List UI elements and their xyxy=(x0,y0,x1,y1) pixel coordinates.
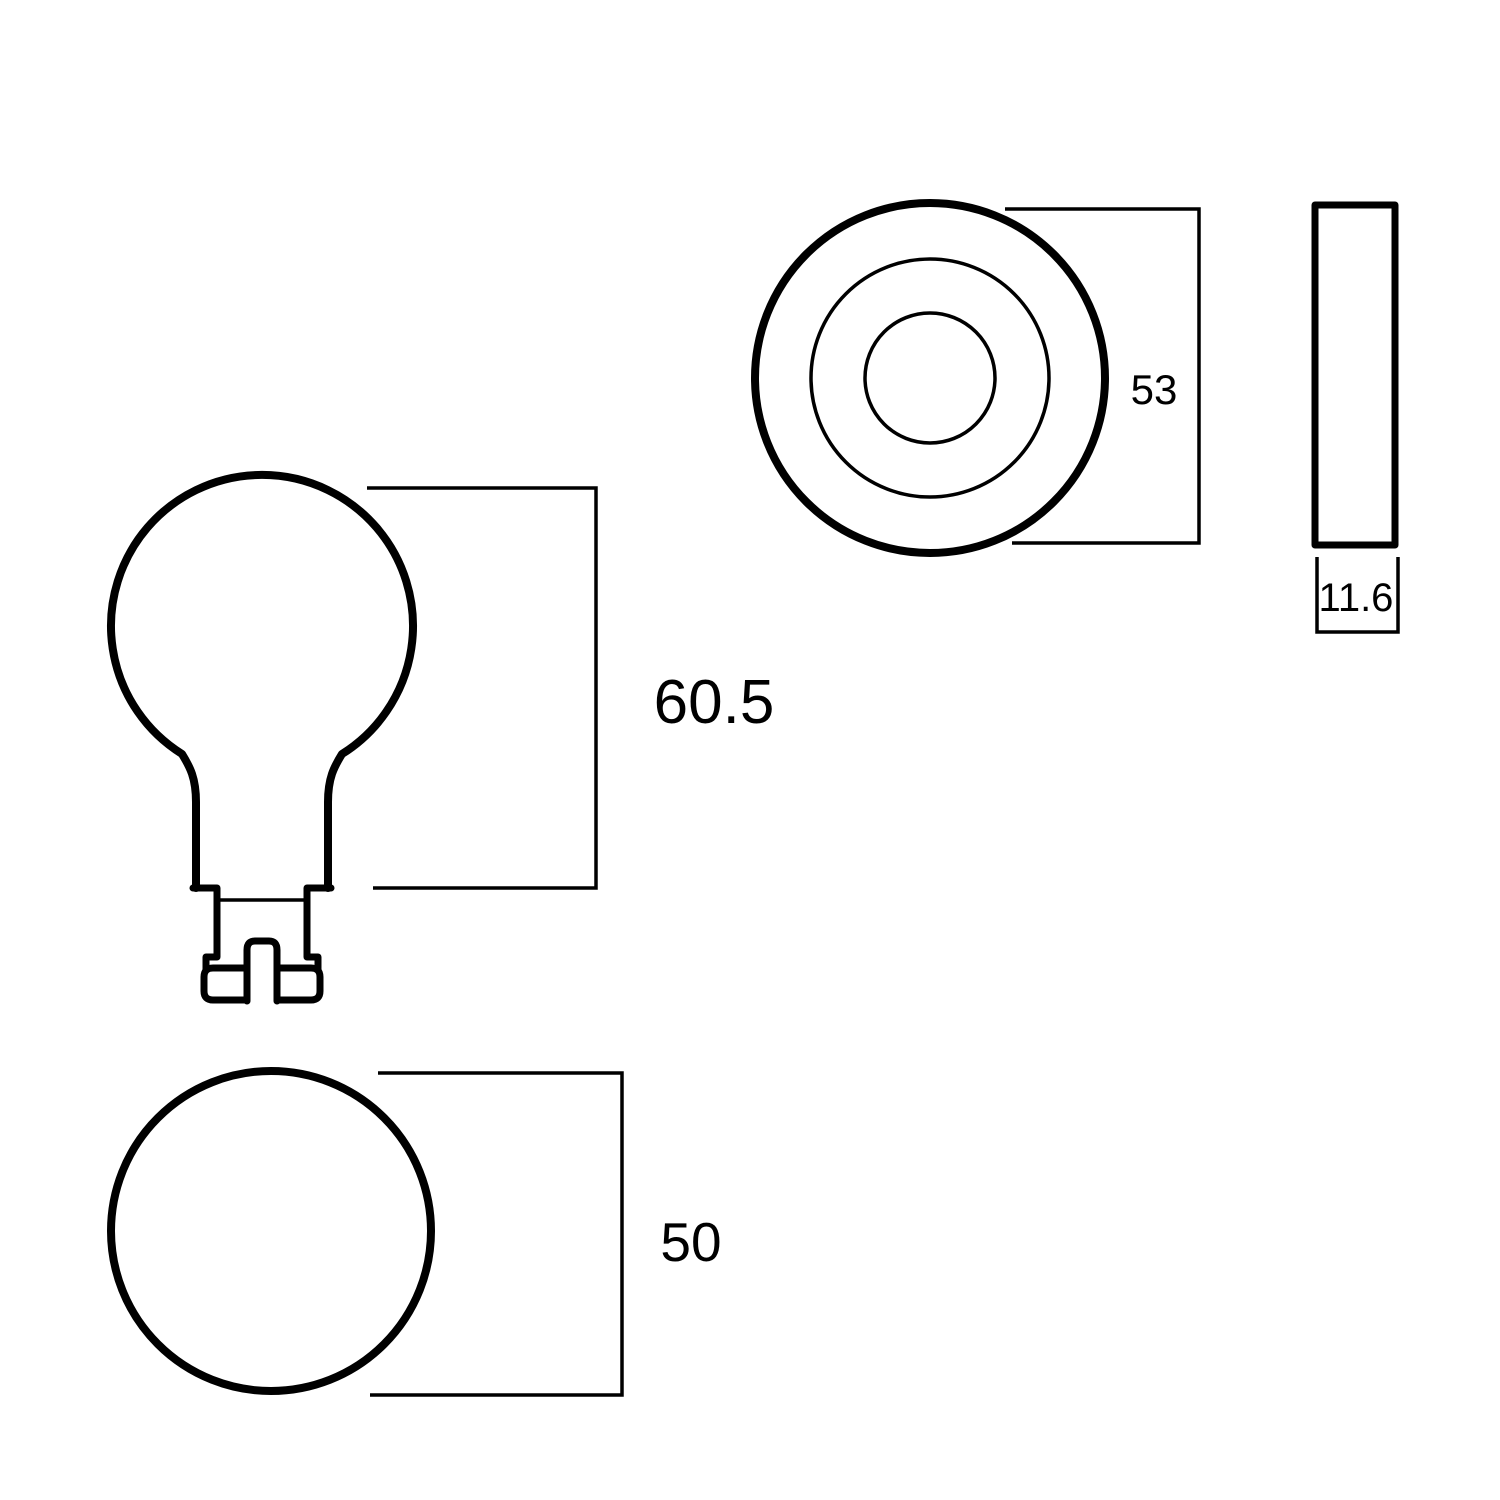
side-thickness-bracket xyxy=(1315,557,1400,634)
front-view xyxy=(107,471,417,1005)
bottom-diameter-label: 50 xyxy=(660,1211,721,1273)
base-pin-slot xyxy=(243,937,281,1005)
side-view-profile-rect xyxy=(1311,201,1399,549)
bottom-view xyxy=(107,1067,435,1395)
top-diameter-label: 53 xyxy=(1131,366,1178,413)
base-collar-right xyxy=(303,884,335,975)
base-pin-left xyxy=(200,964,251,1004)
base-collar-left xyxy=(189,884,221,975)
base-pin-right xyxy=(273,964,324,1004)
front-height-label: 60.5 xyxy=(654,668,775,737)
side-view xyxy=(1311,201,1399,549)
top-view-outer-circle xyxy=(751,199,1109,557)
top-diameter-dimension: 53 xyxy=(1005,207,1201,545)
bottom-view-circle xyxy=(107,1067,435,1395)
side-thickness-label: 11.6 xyxy=(1319,576,1394,620)
top-diameter-bracket xyxy=(1005,207,1201,545)
top-view xyxy=(751,199,1109,557)
top-view-middle-circle xyxy=(809,257,1051,499)
bottom-diameter-dimension: 50 xyxy=(370,1071,722,1397)
front-height-dimension: 60.5 xyxy=(367,486,775,890)
front-height-bracket xyxy=(367,486,598,890)
side-thickness-dimension: 11.6 xyxy=(1315,557,1400,634)
top-view-inner-circle xyxy=(863,311,997,445)
bottom-diameter-bracket xyxy=(370,1071,624,1397)
bulb-glass-outline xyxy=(107,471,417,892)
